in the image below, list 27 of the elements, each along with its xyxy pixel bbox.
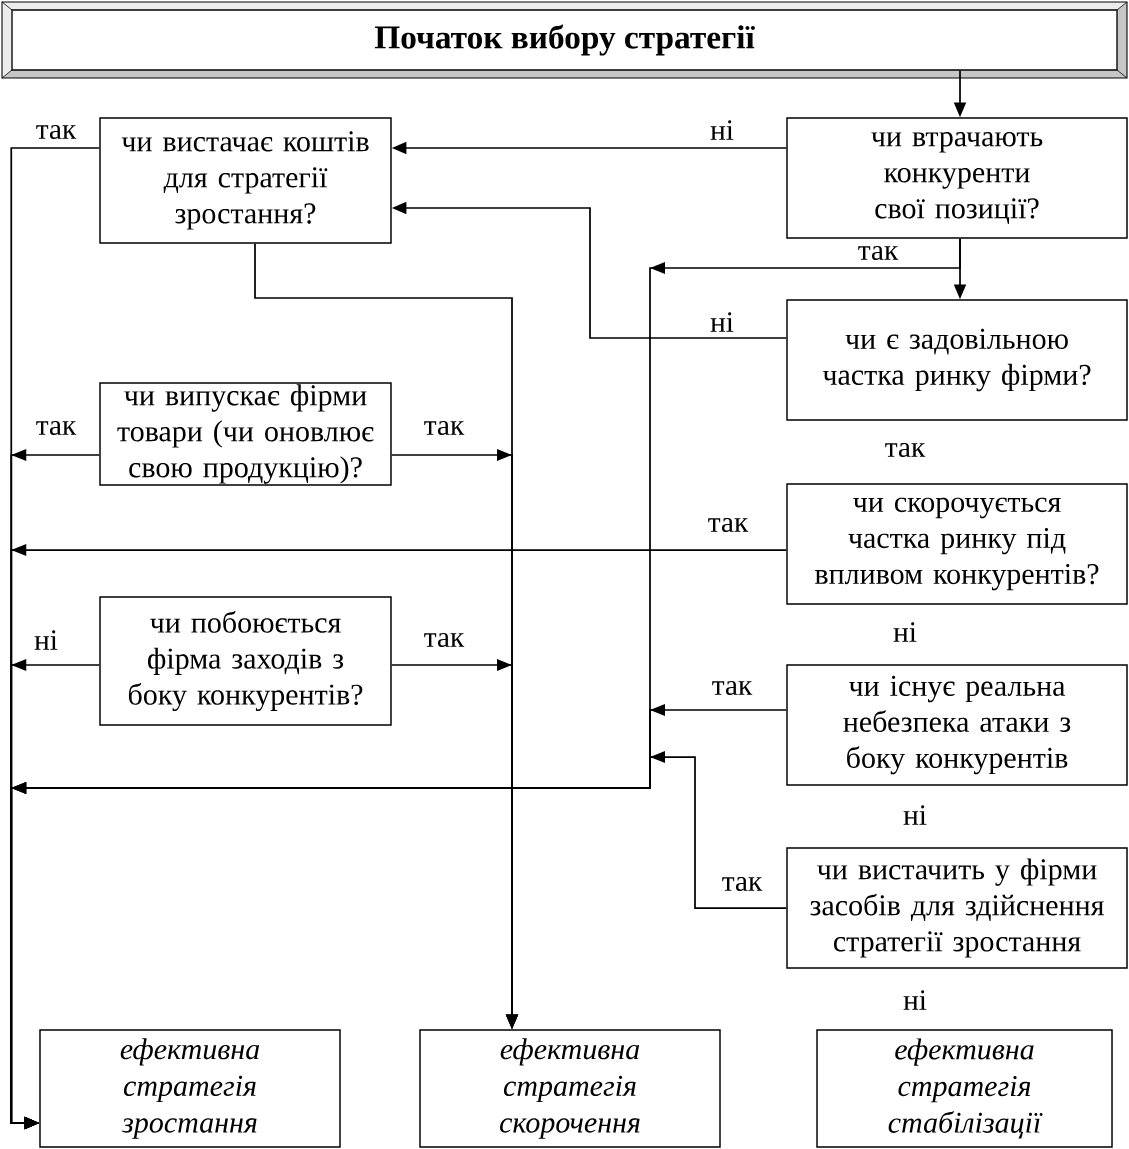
edge-label: так	[34, 123, 78, 141]
edge-label: так	[710, 679, 754, 697]
edge-label: так	[422, 419, 466, 437]
question-box: чи скорочується частка ринку під впливом конкурентів?	[786, 483, 1128, 605]
edge-label: ні	[708, 118, 736, 142]
question-box: чи вистачає коштів для стратегії зростання?	[99, 117, 392, 244]
edge-label: так	[34, 419, 78, 437]
title-banner: Початок вибору стратегії	[1, 1, 1128, 79]
question-box: чи побоюється фірма заходів з боку конкурентів?	[99, 596, 392, 726]
result-box: ефективна стратегія зростання	[39, 1029, 341, 1148]
answer-label: ні	[903, 990, 927, 1010]
result-box: ефективна стратегія стабілізації	[816, 1029, 1113, 1148]
question-box: чи випускає фірми товари (чи оновлює свою продукцію)?	[99, 382, 392, 486]
answer-label: ні	[903, 805, 927, 825]
answer-label: ні	[893, 622, 917, 642]
edge-label: так	[720, 875, 764, 893]
edge-label: так	[706, 516, 750, 534]
answer-label: так	[885, 443, 926, 458]
edge-label: ні	[708, 310, 736, 334]
question-box: чи втрачають конкуренти свої позиції?	[786, 117, 1128, 239]
question-box: чи є задовільною частка ринку фірми?	[786, 299, 1128, 421]
edge-label: ні	[32, 628, 60, 652]
question-box: чи вистачить у фірми засобів для здійснення стратегії зростання	[786, 847, 1128, 969]
edge-label: так	[856, 244, 900, 262]
result-box: ефективна стратегія скорочення	[419, 1029, 721, 1148]
edge-label: так	[422, 631, 466, 649]
question-box: чи існує реальна небезпека атаки з боку конкурентів	[786, 664, 1128, 786]
